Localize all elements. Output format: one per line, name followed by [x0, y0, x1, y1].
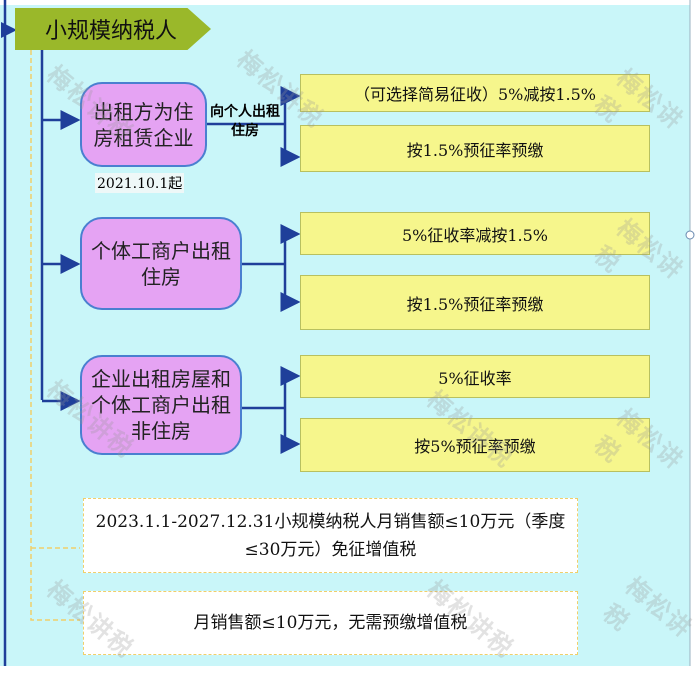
- header-title: 小规模纳税人: [15, 8, 211, 50]
- outcome-box: 按1.5%预征率预缴: [300, 275, 650, 330]
- edge-label: 向个人出租住房: [210, 104, 280, 139]
- outcome-box: 按5%预征率预缴: [300, 418, 650, 472]
- outcome-box: 5%征收率减按1.5%: [300, 212, 650, 255]
- prepayment-note: 月销售额≤10万元，无需预缴增值税: [83, 591, 578, 655]
- outcome-box: （可选择简易征收）5%减按1.5%: [300, 74, 650, 112]
- outcome-box: 按1.5%预征率预缴: [300, 125, 650, 172]
- node-housing-rental-enterprise: 出租方为住房租赁企业: [80, 82, 207, 167]
- node-enterprise-non-housing: 企业出租房屋和个体工商户出租非住房: [80, 355, 242, 455]
- node-individual-business-housing: 个体工商户出租住房: [80, 217, 242, 310]
- effective-date-note: 2021.10.1起: [95, 173, 185, 193]
- outcome-box: 5%征收率: [300, 355, 650, 398]
- exemption-note: 2023.1.1-2027.12.31小规模纳税人月销售额≤10万元（季度≤30…: [83, 498, 578, 573]
